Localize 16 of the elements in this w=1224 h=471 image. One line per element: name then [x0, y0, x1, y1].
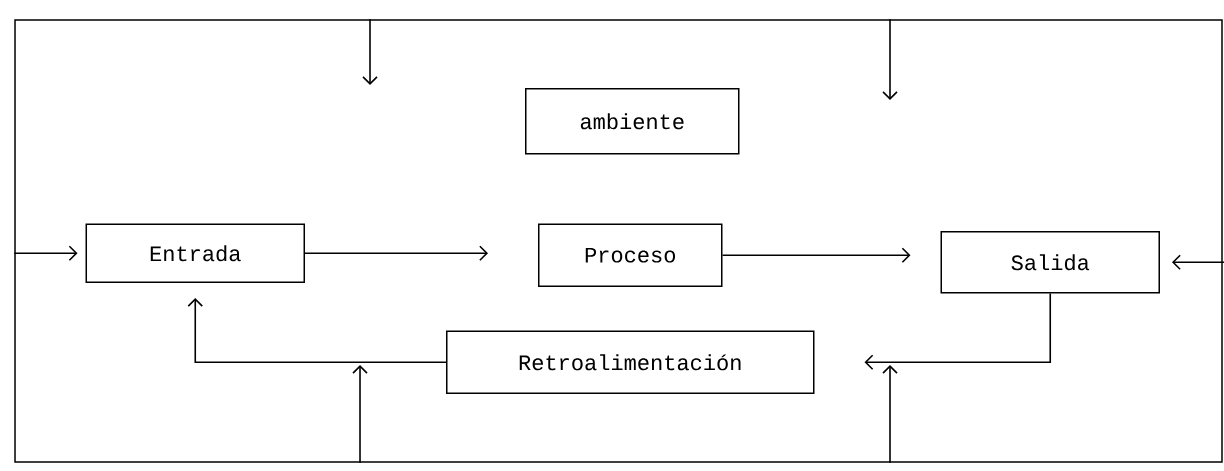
arrow [864, 292, 1052, 371]
process-box: Salida [940, 231, 1160, 294]
environment-frame [14, 19, 1223, 463]
arrow [187, 298, 447, 364]
arrow [882, 18, 898, 100]
process-box: Entrada [85, 223, 305, 283]
arrow [304, 245, 488, 262]
arrow [362, 18, 378, 85]
process-box: ambiente [525, 88, 740, 155]
arrow [721, 247, 911, 264]
process-box: Proceso [538, 223, 723, 287]
arrow [882, 365, 898, 464]
arrow [352, 365, 368, 464]
arrow [13, 245, 78, 262]
arrow [1172, 254, 1224, 271]
process-box: Retroalimentación [446, 330, 815, 394]
